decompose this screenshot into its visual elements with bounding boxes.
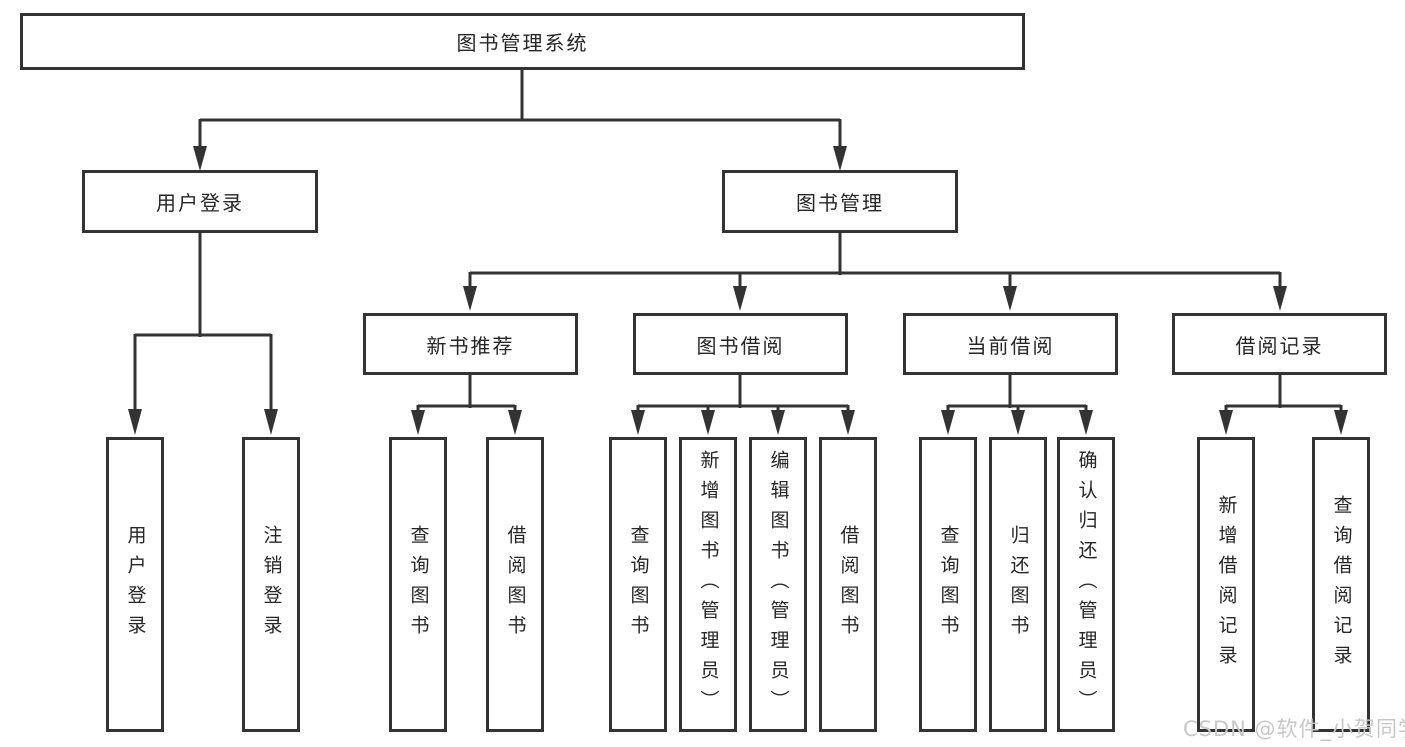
leaf-return-books-label: 归还图书 xyxy=(1007,524,1030,645)
leaf-add-books-admin: 新增图书（管理员） xyxy=(679,437,737,732)
leaf-return-books: 归还图书 xyxy=(989,437,1047,732)
node-user-login: 用户登录 xyxy=(82,170,318,233)
node-user-login-label: 用户登录 xyxy=(156,191,244,215)
leaf-query-books-1-label: 查询图书 xyxy=(407,524,430,645)
leaf-query-books-2-label: 查询图书 xyxy=(627,524,650,645)
node-book-borrowing-label: 图书借阅 xyxy=(696,333,785,358)
leaf-edit-books-admin-label: 编辑图书（管理员） xyxy=(767,449,790,720)
node-book-borrowing: 图书借阅 xyxy=(633,313,848,375)
leaf-borrow-books-1: 借阅图书 xyxy=(486,437,544,732)
leaf-logout: 注销登录 xyxy=(242,437,300,732)
leaf-user-login: 用户登录 xyxy=(106,437,164,732)
leaf-query-borrow-record: 查询借阅记录 xyxy=(1312,437,1370,732)
leaf-add-borrow-record: 新增借阅记录 xyxy=(1197,437,1255,732)
leaf-logout-label: 注销登录 xyxy=(260,524,283,645)
node-current-borrowing-label: 当前借阅 xyxy=(966,333,1055,358)
node-borrowing-records-label: 借阅记录 xyxy=(1235,333,1324,358)
leaf-query-books-3-label: 查询图书 xyxy=(937,524,960,645)
node-book-management: 图书管理 xyxy=(722,170,958,233)
node-new-book-recommend: 新书推荐 xyxy=(363,313,578,375)
leaf-query-books-3: 查询图书 xyxy=(919,437,977,732)
leaf-edit-books-admin: 编辑图书（管理员） xyxy=(749,437,807,732)
root-node-label: 图书管理系统 xyxy=(456,31,589,55)
watermark: CSDN @软件_小贺同学 xyxy=(1183,717,1405,741)
leaf-add-borrow-record-label: 新增借阅记录 xyxy=(1215,494,1238,675)
leaf-query-borrow-record-label: 查询借阅记录 xyxy=(1330,494,1353,675)
leaf-confirm-return-admin-label: 确认归还（管理员） xyxy=(1075,449,1098,720)
leaf-borrow-books-1-label: 借阅图书 xyxy=(504,524,527,645)
leaf-confirm-return-admin: 确认归还（管理员） xyxy=(1057,437,1115,732)
leaf-borrow-books-2-label: 借阅图书 xyxy=(837,524,860,645)
leaf-add-books-admin-label: 新增图书（管理员） xyxy=(697,449,720,720)
leaf-query-books-2: 查询图书 xyxy=(609,437,667,732)
leaf-borrow-books-2: 借阅图书 xyxy=(819,437,877,732)
leaf-query-books-1: 查询图书 xyxy=(389,437,447,732)
leaf-user-login-label: 用户登录 xyxy=(124,524,147,645)
node-new-book-recommend-label: 新书推荐 xyxy=(426,333,515,358)
root-node: 图书管理系统 xyxy=(20,13,1025,70)
node-book-management-label: 图书管理 xyxy=(796,191,884,215)
node-current-borrowing: 当前借阅 xyxy=(903,313,1118,375)
node-borrowing-records: 借阅记录 xyxy=(1172,313,1387,375)
